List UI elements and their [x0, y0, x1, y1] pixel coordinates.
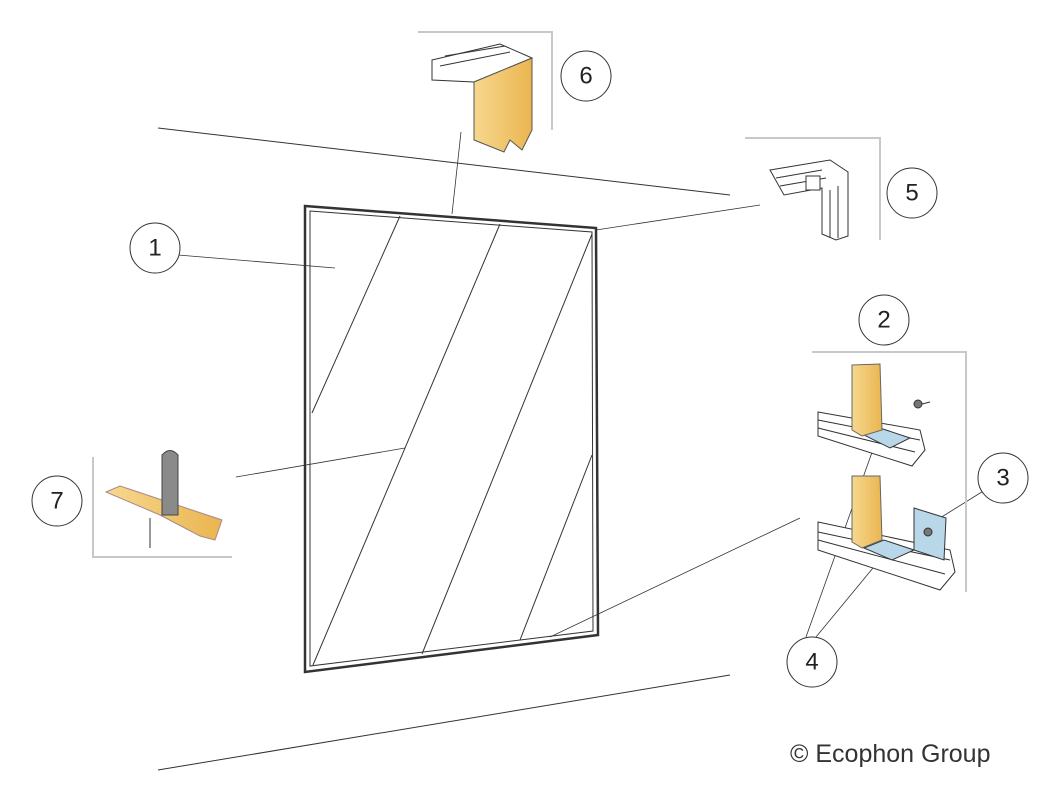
svg-text:4: 4 — [805, 649, 818, 676]
callout-6: 6 — [560, 50, 612, 102]
svg-text:7: 7 — [50, 488, 63, 515]
svg-text:3: 3 — [996, 465, 1009, 492]
callout-7: 7 — [31, 475, 83, 527]
callout-1: 1 — [129, 222, 181, 274]
detail-spline-clip — [104, 450, 223, 548]
detail-bottom-profiles — [817, 363, 956, 591]
copyright-notice: © Ecophon Group — [790, 740, 991, 768]
svg-text:1: 1 — [148, 235, 161, 262]
detail-frames — [92, 31, 967, 592]
callout-5: 5 — [886, 167, 938, 219]
callout-3: 3 — [977, 452, 1029, 504]
wall-panel — [303, 204, 600, 674]
callout-2: 2 — [858, 294, 910, 346]
svg-text:2: 2 — [877, 307, 890, 334]
wall-lines — [157, 127, 731, 771]
detail-top-profile — [431, 43, 534, 153]
svg-text:5: 5 — [905, 180, 918, 207]
callout-4: 4 — [786, 636, 838, 688]
svg-text:6: 6 — [579, 63, 592, 90]
detail-corner-profile — [769, 159, 849, 241]
